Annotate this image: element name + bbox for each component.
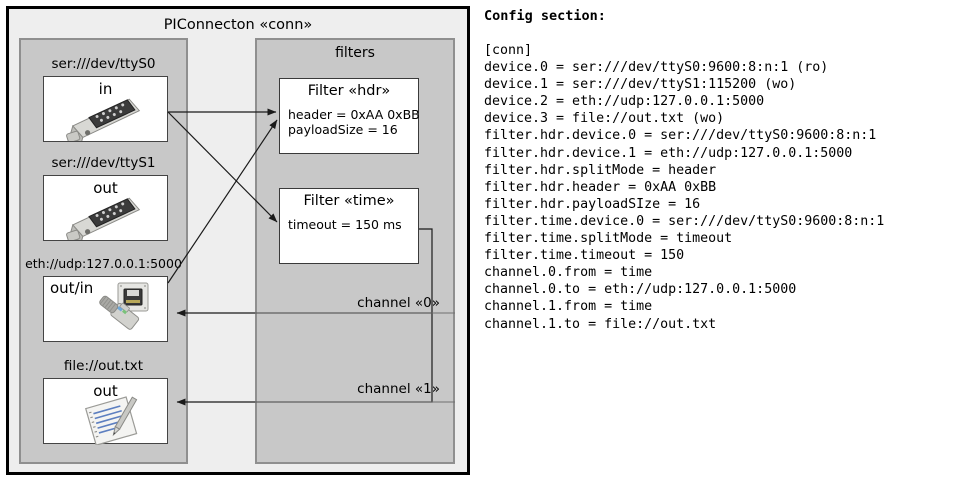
text-file-icon (84, 396, 138, 445)
device-caption-eth: eth://udp:127.0.0.1:5000 (25, 256, 182, 271)
filters-panel-title: filters (335, 45, 375, 61)
device-box-file[interactable]: out (43, 378, 168, 445)
device-caption-ttys0: ser:///dev/ttyS0 (51, 56, 156, 72)
channel-label-0: channel «0» (357, 295, 440, 311)
filter-properties: timeout = 150 ms (288, 217, 402, 232)
filter-box-hdr[interactable]: Filter «hdr» header = 0xAA 0xBB payloadS… (279, 78, 420, 154)
device-direction-label: out (93, 382, 118, 400)
serial-port-icon (66, 197, 141, 240)
filter-box-time[interactable]: Filter «time» timeout = 150 ms (279, 188, 419, 264)
device-caption-file: file://out.txt (63, 358, 144, 374)
channel-label-1: channel «1» (357, 381, 440, 397)
device-caption-ttys1: ser:///dev/ttyS1 (51, 155, 156, 171)
device-box-ttys0[interactable]: in (43, 76, 168, 142)
serial-port-icon (66, 98, 141, 141)
device-direction-label: out/in (50, 279, 94, 297)
page-title: PIConnecton «conn» (163, 17, 313, 33)
config-text: [conn] device.0 = ser:///dev/ttyS0:9600:… (484, 43, 885, 332)
filter-name: Filter «time» (303, 193, 395, 209)
device-box-ttys1[interactable]: out (43, 175, 168, 241)
device-direction-label: out (93, 179, 118, 197)
filter-properties: header = 0xAA 0xBB payloadSize = 16 (288, 107, 420, 137)
device-box-eth[interactable]: out/in (43, 276, 168, 342)
ethernet-plug-icon (99, 282, 149, 330)
config-section: Config section: [conn] device.0 = ser://… (482, 0, 962, 484)
filter-name: Filter «hdr» (307, 83, 391, 99)
config-heading: Config section: (484, 8, 606, 24)
device-direction-label: in (98, 80, 113, 98)
